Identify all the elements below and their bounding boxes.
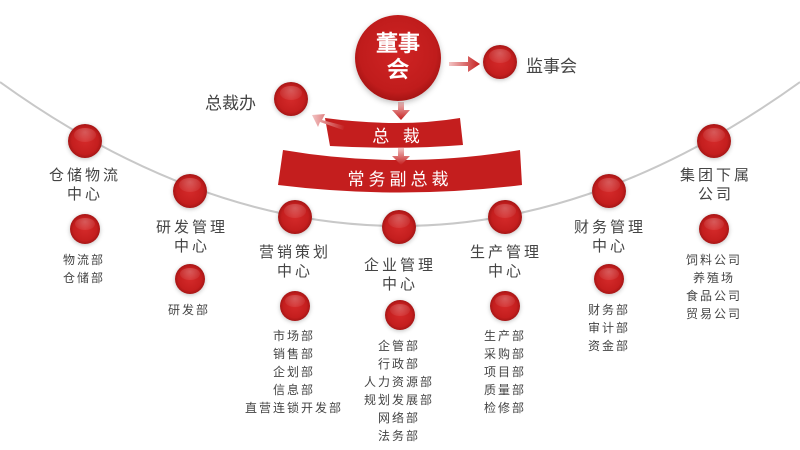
center-label: 财务管理中心 xyxy=(573,218,647,255)
arrow-upleft-icon xyxy=(312,114,345,130)
dept-node[interactable] xyxy=(594,264,624,294)
center-node-enterprise-mgmt[interactable] xyxy=(382,210,416,244)
dept-node[interactable] xyxy=(699,214,729,244)
president-label: 总 裁 xyxy=(372,127,424,147)
dept-node[interactable] xyxy=(385,300,415,330)
center-node-marketing[interactable] xyxy=(278,200,312,234)
center-node-warehouse-logistics[interactable] xyxy=(68,124,102,158)
dept-list: 饲料公司养殖场食品公司贸易公司 xyxy=(685,253,743,321)
arrow-down-icon xyxy=(392,102,410,120)
arrow-down-icon xyxy=(392,148,410,165)
board-label-line1: 董事 xyxy=(375,32,420,57)
center-node-production[interactable] xyxy=(488,200,522,234)
center-label: 仓储物流中心 xyxy=(48,166,122,203)
board-label-line2: 会 xyxy=(386,58,409,83)
dept-node[interactable] xyxy=(175,264,205,294)
center-node-finance[interactable] xyxy=(592,174,626,208)
supervisors-node[interactable] xyxy=(483,45,517,79)
dept-node[interactable] xyxy=(70,214,100,244)
dept-node[interactable] xyxy=(280,291,310,321)
president-band xyxy=(325,118,463,148)
dept-list: 生产部采购部项目部质量部检修部 xyxy=(483,329,527,415)
board-of-directors-node[interactable]: 董事 会 xyxy=(355,15,441,101)
dept-node[interactable] xyxy=(490,291,520,321)
center-label: 营销策划中心 xyxy=(258,243,332,280)
center-label: 研发管理中心 xyxy=(155,218,229,255)
center-label: 企业管理中心 xyxy=(363,256,437,293)
dept-list: 研发部 xyxy=(167,303,211,317)
center-node-subsidiaries[interactable] xyxy=(697,124,731,158)
president-office-node[interactable] xyxy=(274,82,308,116)
president-office-label: 总裁办 xyxy=(205,94,256,114)
dept-list: 物流部仓储部 xyxy=(62,253,106,285)
executive-vp-band xyxy=(278,150,522,193)
arrow-right-icon xyxy=(449,56,480,72)
supervisors-label: 监事会 xyxy=(526,57,577,77)
center-node-rd[interactable] xyxy=(173,174,207,208)
center-label: 集团下属公司 xyxy=(679,166,753,203)
dept-list: 市场部销售部企划部信息部直营连锁开发部 xyxy=(244,329,344,415)
dept-list: 财务部审计部资金部 xyxy=(587,303,631,353)
executive-vp-label: 常务副总裁 xyxy=(347,170,453,190)
center-label: 生产管理中心 xyxy=(469,243,543,280)
dept-list: 企管部行政部人力资源部规划发展部网络部法务部 xyxy=(363,339,435,443)
